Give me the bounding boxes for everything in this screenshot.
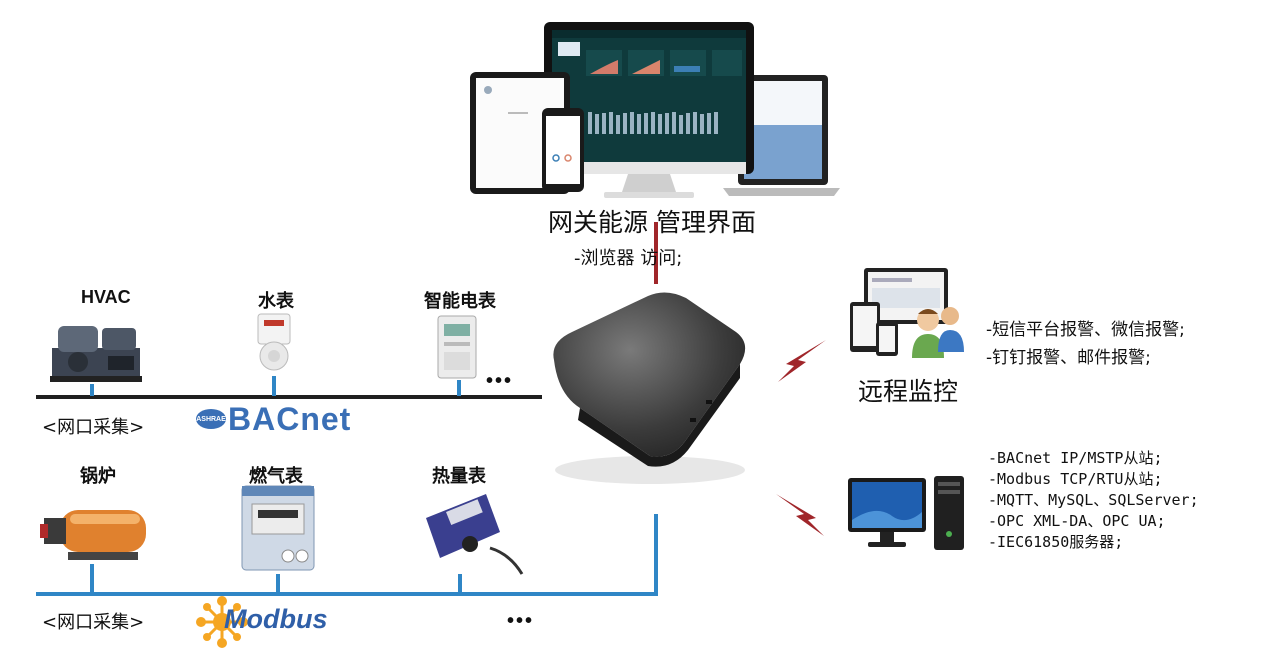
row2-network-label: <网口采集> xyxy=(42,612,145,633)
desktop-computer-icon xyxy=(848,476,964,550)
hvac-connector xyxy=(90,384,94,396)
bacnet-logo: ASHRAE BACnet xyxy=(196,401,350,441)
output-protocol-2: -Modbus TCP/RTU从站; xyxy=(988,470,1163,488)
row2-bus-riser xyxy=(654,514,658,596)
row1-more-dots: ••• xyxy=(486,370,514,392)
lightning-icon xyxy=(778,340,826,382)
bacnet-text: BACnet xyxy=(228,401,352,437)
output-protocol-5: -IEC61850服务器; xyxy=(988,533,1124,551)
ashrae-text: ASHRAE xyxy=(196,415,226,423)
scada-pc-illustration xyxy=(846,474,970,554)
portal-subtitle: -浏览器 访问; xyxy=(574,248,683,269)
row1-network-label: <网口采集> xyxy=(42,417,145,438)
hvac-device xyxy=(48,318,144,384)
portal-link-line xyxy=(654,222,658,284)
heat-meter-device xyxy=(420,488,524,576)
output-protocol-3: -MQTT、MySQL、SQLServer; xyxy=(988,491,1199,509)
water-meter-device xyxy=(254,312,294,376)
remote-title: 远程监控 xyxy=(858,377,959,406)
gas-meter-label: 燃气表 xyxy=(249,466,303,487)
water-meter-connector xyxy=(272,376,276,396)
heat-meter-icon xyxy=(426,494,524,575)
hvac-label: HVAC xyxy=(81,287,131,307)
screens-illustration xyxy=(468,20,844,200)
chiller-icon xyxy=(50,326,142,382)
row1-bus-line xyxy=(36,395,542,399)
modbus-logo: Modbus xyxy=(196,596,366,648)
output-link-bolt xyxy=(774,492,828,538)
modbus-text: Modbus xyxy=(224,604,328,634)
remote-link-bolt-top xyxy=(774,338,828,384)
boiler-icon xyxy=(40,510,146,560)
gas-meter-icon xyxy=(241,485,315,571)
boiler-connector xyxy=(90,564,94,594)
smart-meter-label: 智能电表 xyxy=(424,291,496,312)
electric-meter-icon xyxy=(437,315,477,379)
row2-bus-line xyxy=(36,592,658,596)
row2-more-dots: ••• xyxy=(507,610,535,632)
water-meter-icon xyxy=(257,313,291,371)
gas-meter-connector xyxy=(276,574,280,594)
boiler-label: 锅炉 xyxy=(80,466,116,487)
output-protocol-1: -BACnet IP/MSTP从站; xyxy=(988,449,1163,467)
output-protocol-4: -OPC XML-DA、OPC UA; xyxy=(988,512,1166,530)
portal-title: 网关能源 管理界面 xyxy=(548,208,756,237)
heat-meter-label: 热量表 xyxy=(432,466,486,487)
smart-meter-connector xyxy=(457,380,461,396)
ashrae-badge: ASHRAE xyxy=(196,409,226,429)
lightning-icon xyxy=(776,494,824,536)
remote-alert-1: -短信平台报警、微信报警; xyxy=(986,320,1185,340)
monitor-icon xyxy=(470,22,840,198)
boiler-device xyxy=(40,500,152,564)
modbus-star-icon xyxy=(196,596,248,648)
smart-meter-device xyxy=(436,314,478,380)
gas-meter-device xyxy=(240,484,316,574)
gateway-device xyxy=(540,290,760,490)
remote-devices-icon xyxy=(850,268,964,358)
gateway-icon xyxy=(553,292,746,484)
water-meter-label: 水表 xyxy=(258,291,294,312)
remote-alert-2: -钉钉报警、邮件报警; xyxy=(986,348,1151,368)
heat-meter-connector xyxy=(458,574,462,594)
remote-monitor-illustration xyxy=(846,266,970,362)
